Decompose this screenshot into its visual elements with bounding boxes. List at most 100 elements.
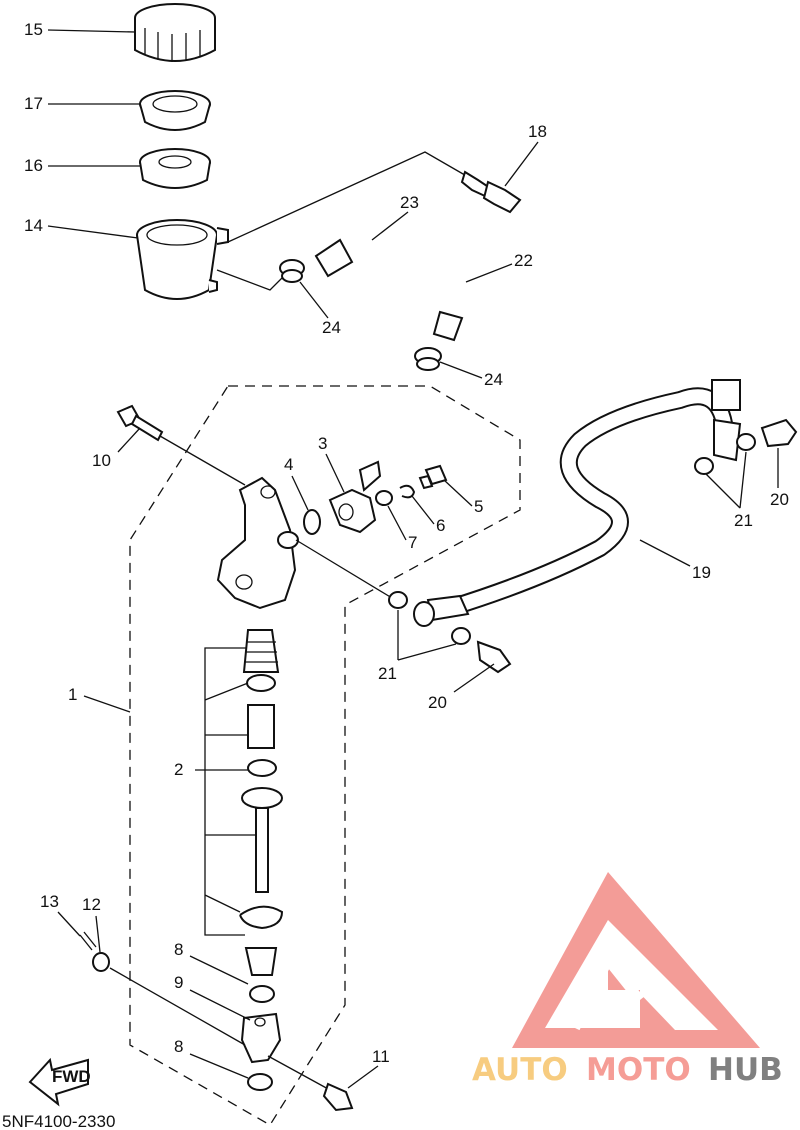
callout-label: 18 [528, 122, 547, 141]
callout-14: 14 [24, 216, 139, 239]
reservoir-hose [314, 229, 469, 342]
callout-label: 6 [436, 516, 445, 535]
reservoir-diaphragm [139, 148, 211, 189]
callout-13: 13 [40, 892, 81, 937]
piston [247, 704, 275, 749]
callout-label: 3 [318, 434, 327, 453]
callout-7: 7 [387, 505, 417, 552]
callout-5: 5 [443, 479, 483, 516]
mount-bolt-leader [159, 435, 246, 486]
reservoir-tank [136, 219, 229, 300]
callout-24-lower: 24 [439, 361, 503, 389]
callout-label: 21 [378, 664, 397, 683]
callout-label: 12 [82, 895, 101, 914]
dust-boot [244, 947, 278, 976]
callout-label: 13 [40, 892, 59, 911]
callout-23: 23 [371, 193, 419, 241]
callout-label: 10 [92, 451, 111, 470]
union-washer [375, 490, 393, 506]
callout-20-left: 20 [428, 663, 495, 712]
callout-label: 19 [692, 563, 711, 582]
piston-seal [247, 759, 277, 777]
callout-2: 2 [174, 760, 183, 779]
callout-8-upper: 8 [174, 940, 249, 985]
hose-bolt-upper [760, 418, 798, 448]
callout-9: 9 [174, 973, 251, 1021]
piston-circlip [239, 905, 284, 930]
callout-20-right: 20 [770, 448, 789, 509]
callout-6: 6 [411, 495, 445, 535]
callout-16: 16 [24, 156, 140, 175]
callout-label: 20 [770, 490, 789, 509]
hose-washer-lower-b [451, 627, 471, 645]
piston-cup [246, 674, 276, 692]
clevis [240, 1012, 282, 1064]
master-cylinder-body [216, 476, 299, 610]
callout-3: 3 [318, 434, 345, 493]
forward-arrow: FWD [28, 1057, 91, 1107]
callout-label: 17 [24, 94, 43, 113]
cotter-pin [79, 931, 97, 951]
callout-8-lower: 8 [174, 1037, 249, 1079]
callout-label: 21 [734, 511, 753, 530]
logo-word-moto: MOTO [586, 1052, 691, 1088]
piston-kit-bracket [204, 647, 256, 936]
callout-label: 11 [372, 1047, 390, 1066]
clevis-nut [247, 1073, 273, 1091]
hose-clip-upper [279, 259, 305, 283]
callout-label: 9 [174, 973, 183, 992]
hose-washer-lower-a [388, 591, 408, 609]
callout-1: 1 [68, 685, 131, 713]
callout-label: 20 [428, 693, 447, 712]
callout-label: 5 [474, 497, 483, 516]
reservoir-cap [134, 3, 216, 62]
callout-22: 22 [465, 251, 533, 283]
reservoir-bolt [460, 170, 522, 214]
hose-union [328, 460, 382, 534]
callout-4: 4 [284, 455, 309, 511]
callout-label: 23 [400, 193, 419, 212]
fwd-label: FWD [52, 1067, 91, 1086]
callout-19: 19 [639, 539, 711, 582]
callout-label: 8 [174, 940, 183, 959]
push-rod [241, 787, 283, 893]
reservoir-diaphragm-plate [139, 90, 211, 131]
hose-washer-upper-a [694, 457, 714, 475]
brake-hose [413, 379, 742, 627]
piston-spring [242, 629, 280, 673]
callout-label: 15 [24, 20, 43, 39]
callout-label: 24 [484, 370, 503, 389]
callout-10: 10 [92, 427, 141, 470]
part-code: 5NF4100-2330 [2, 1112, 115, 1130]
callout-label: 22 [514, 251, 533, 270]
callout-11: 11 [347, 1047, 390, 1089]
callout-label: 16 [24, 156, 43, 175]
union-leader [295, 539, 393, 599]
callout-21-right: 21 [705, 451, 753, 530]
assembly-boundary [129, 385, 521, 1126]
callout-label: 8 [174, 1037, 183, 1056]
hose-washer-upper-b [736, 433, 756, 451]
callout-label: 4 [284, 455, 293, 474]
clevis-washer [92, 952, 110, 972]
o-ring [303, 509, 321, 535]
hose-clip-lower [414, 347, 442, 371]
logo-word-auto: AUTO [472, 1052, 568, 1088]
logo-triangle-icon [512, 872, 760, 1048]
callout-15: 15 [24, 20, 136, 39]
mount-bolt [116, 404, 164, 442]
callout-24-upper: 24 [299, 281, 341, 337]
clevis-pin-leader [109, 967, 331, 1091]
callout-12: 12 [82, 895, 101, 953]
callout-label: 14 [24, 216, 43, 235]
union-circlip [399, 484, 416, 499]
logo-word-hub: HUB [708, 1052, 783, 1088]
callout-label: 2 [174, 760, 183, 779]
lock-nut [249, 985, 275, 1003]
callout-17: 17 [24, 94, 140, 113]
callout-label: 24 [322, 318, 341, 337]
clevis-pin [322, 1082, 354, 1112]
callout-18: 18 [504, 122, 547, 187]
watermark-logo: AUTO MOTO HUB [472, 872, 783, 1088]
